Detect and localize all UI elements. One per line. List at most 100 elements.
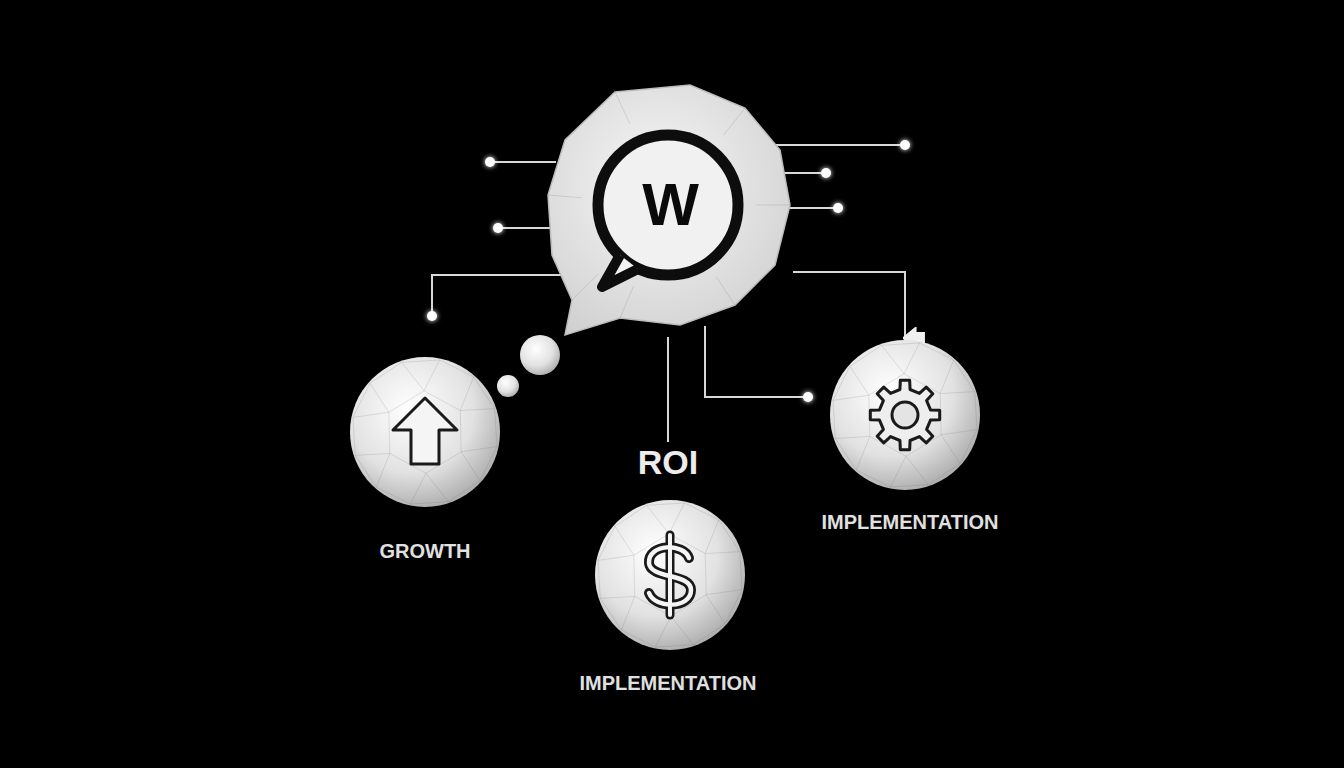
dollar-icon <box>649 535 691 615</box>
facet <box>669 503 685 534</box>
facet <box>615 526 634 555</box>
facet <box>906 456 928 484</box>
facet <box>461 447 497 452</box>
dot <box>493 223 503 233</box>
facet <box>353 360 497 504</box>
facet <box>706 590 742 595</box>
facets <box>353 360 497 504</box>
node-heading: ROI <box>638 442 698 483</box>
dollar-s <box>649 547 691 604</box>
facet <box>460 377 473 411</box>
dot <box>803 392 813 402</box>
facet <box>890 456 906 487</box>
node-label: GROWTH <box>379 539 470 563</box>
facet <box>833 343 977 487</box>
connector <box>793 272 905 338</box>
wire <box>432 275 566 316</box>
facet <box>600 596 634 598</box>
facet <box>706 595 725 624</box>
facet <box>835 436 869 438</box>
dot <box>485 157 495 167</box>
facets <box>548 92 790 318</box>
facet <box>370 383 389 412</box>
facet <box>615 92 630 124</box>
node-label: IMPLEMENTATION <box>821 510 998 534</box>
facet <box>882 345 904 373</box>
facet <box>353 412 389 417</box>
sphere <box>350 357 500 507</box>
facet <box>655 616 671 647</box>
dollar-bar <box>666 535 675 615</box>
facet <box>904 343 920 374</box>
facet <box>572 273 599 300</box>
facet <box>355 453 389 455</box>
facet <box>621 596 634 630</box>
sphere-node: GROWTH <box>345 355 505 570</box>
wire <box>705 326 808 397</box>
dot <box>821 168 831 178</box>
dot <box>833 203 843 213</box>
bubble-body <box>548 85 790 335</box>
facet <box>941 435 960 464</box>
sphere-outline <box>568 442 768 704</box>
facet <box>856 436 869 470</box>
facet <box>716 277 735 305</box>
facet <box>647 505 669 533</box>
dot <box>427 311 437 321</box>
sphere-outline <box>345 355 505 570</box>
wire <box>772 144 905 146</box>
facet <box>634 534 706 616</box>
logo-tail <box>602 255 638 287</box>
logo-ring <box>598 135 738 275</box>
facets <box>833 343 977 487</box>
facet <box>705 520 718 554</box>
facet <box>598 555 634 560</box>
facet <box>940 392 974 394</box>
facet <box>620 286 633 318</box>
wire <box>786 207 838 209</box>
wire-dots <box>427 140 910 402</box>
facet <box>833 395 869 400</box>
speech-bubble: W <box>548 85 793 337</box>
connector <box>667 337 669 442</box>
facets <box>598 503 742 647</box>
facet <box>756 205 790 206</box>
facet <box>461 452 480 481</box>
sphere <box>830 340 980 490</box>
facet <box>705 552 739 554</box>
gear-icon <box>870 380 939 449</box>
dollar-bar <box>668 535 672 615</box>
facet <box>376 453 389 487</box>
facet <box>869 374 941 456</box>
thought-dot <box>520 335 560 375</box>
facet <box>389 391 461 473</box>
wire-lines <box>432 145 905 397</box>
gear-hole <box>892 402 918 428</box>
thought-dot <box>497 375 519 397</box>
wire <box>498 227 552 229</box>
facet <box>941 430 977 435</box>
sphere-node: ROI IMPLEMENTATION <box>568 442 768 704</box>
logo-letter: W <box>642 163 699 247</box>
facet <box>598 503 742 647</box>
up-arrow-icon <box>393 398 457 464</box>
facet <box>460 409 494 411</box>
facet <box>424 360 440 391</box>
facet <box>850 366 869 395</box>
facet <box>671 616 693 644</box>
facet <box>410 473 426 504</box>
wire <box>784 172 826 174</box>
node-label: IMPLEMENTATION <box>579 671 756 695</box>
dollar-s <box>649 547 691 604</box>
sphere <box>595 500 745 650</box>
sphere-node: IMPLEMENTATION <box>810 338 1010 543</box>
facet <box>940 360 953 394</box>
facet <box>723 108 745 135</box>
dot <box>900 140 910 150</box>
wire <box>490 161 556 163</box>
facet <box>402 362 424 390</box>
facet <box>426 473 448 501</box>
